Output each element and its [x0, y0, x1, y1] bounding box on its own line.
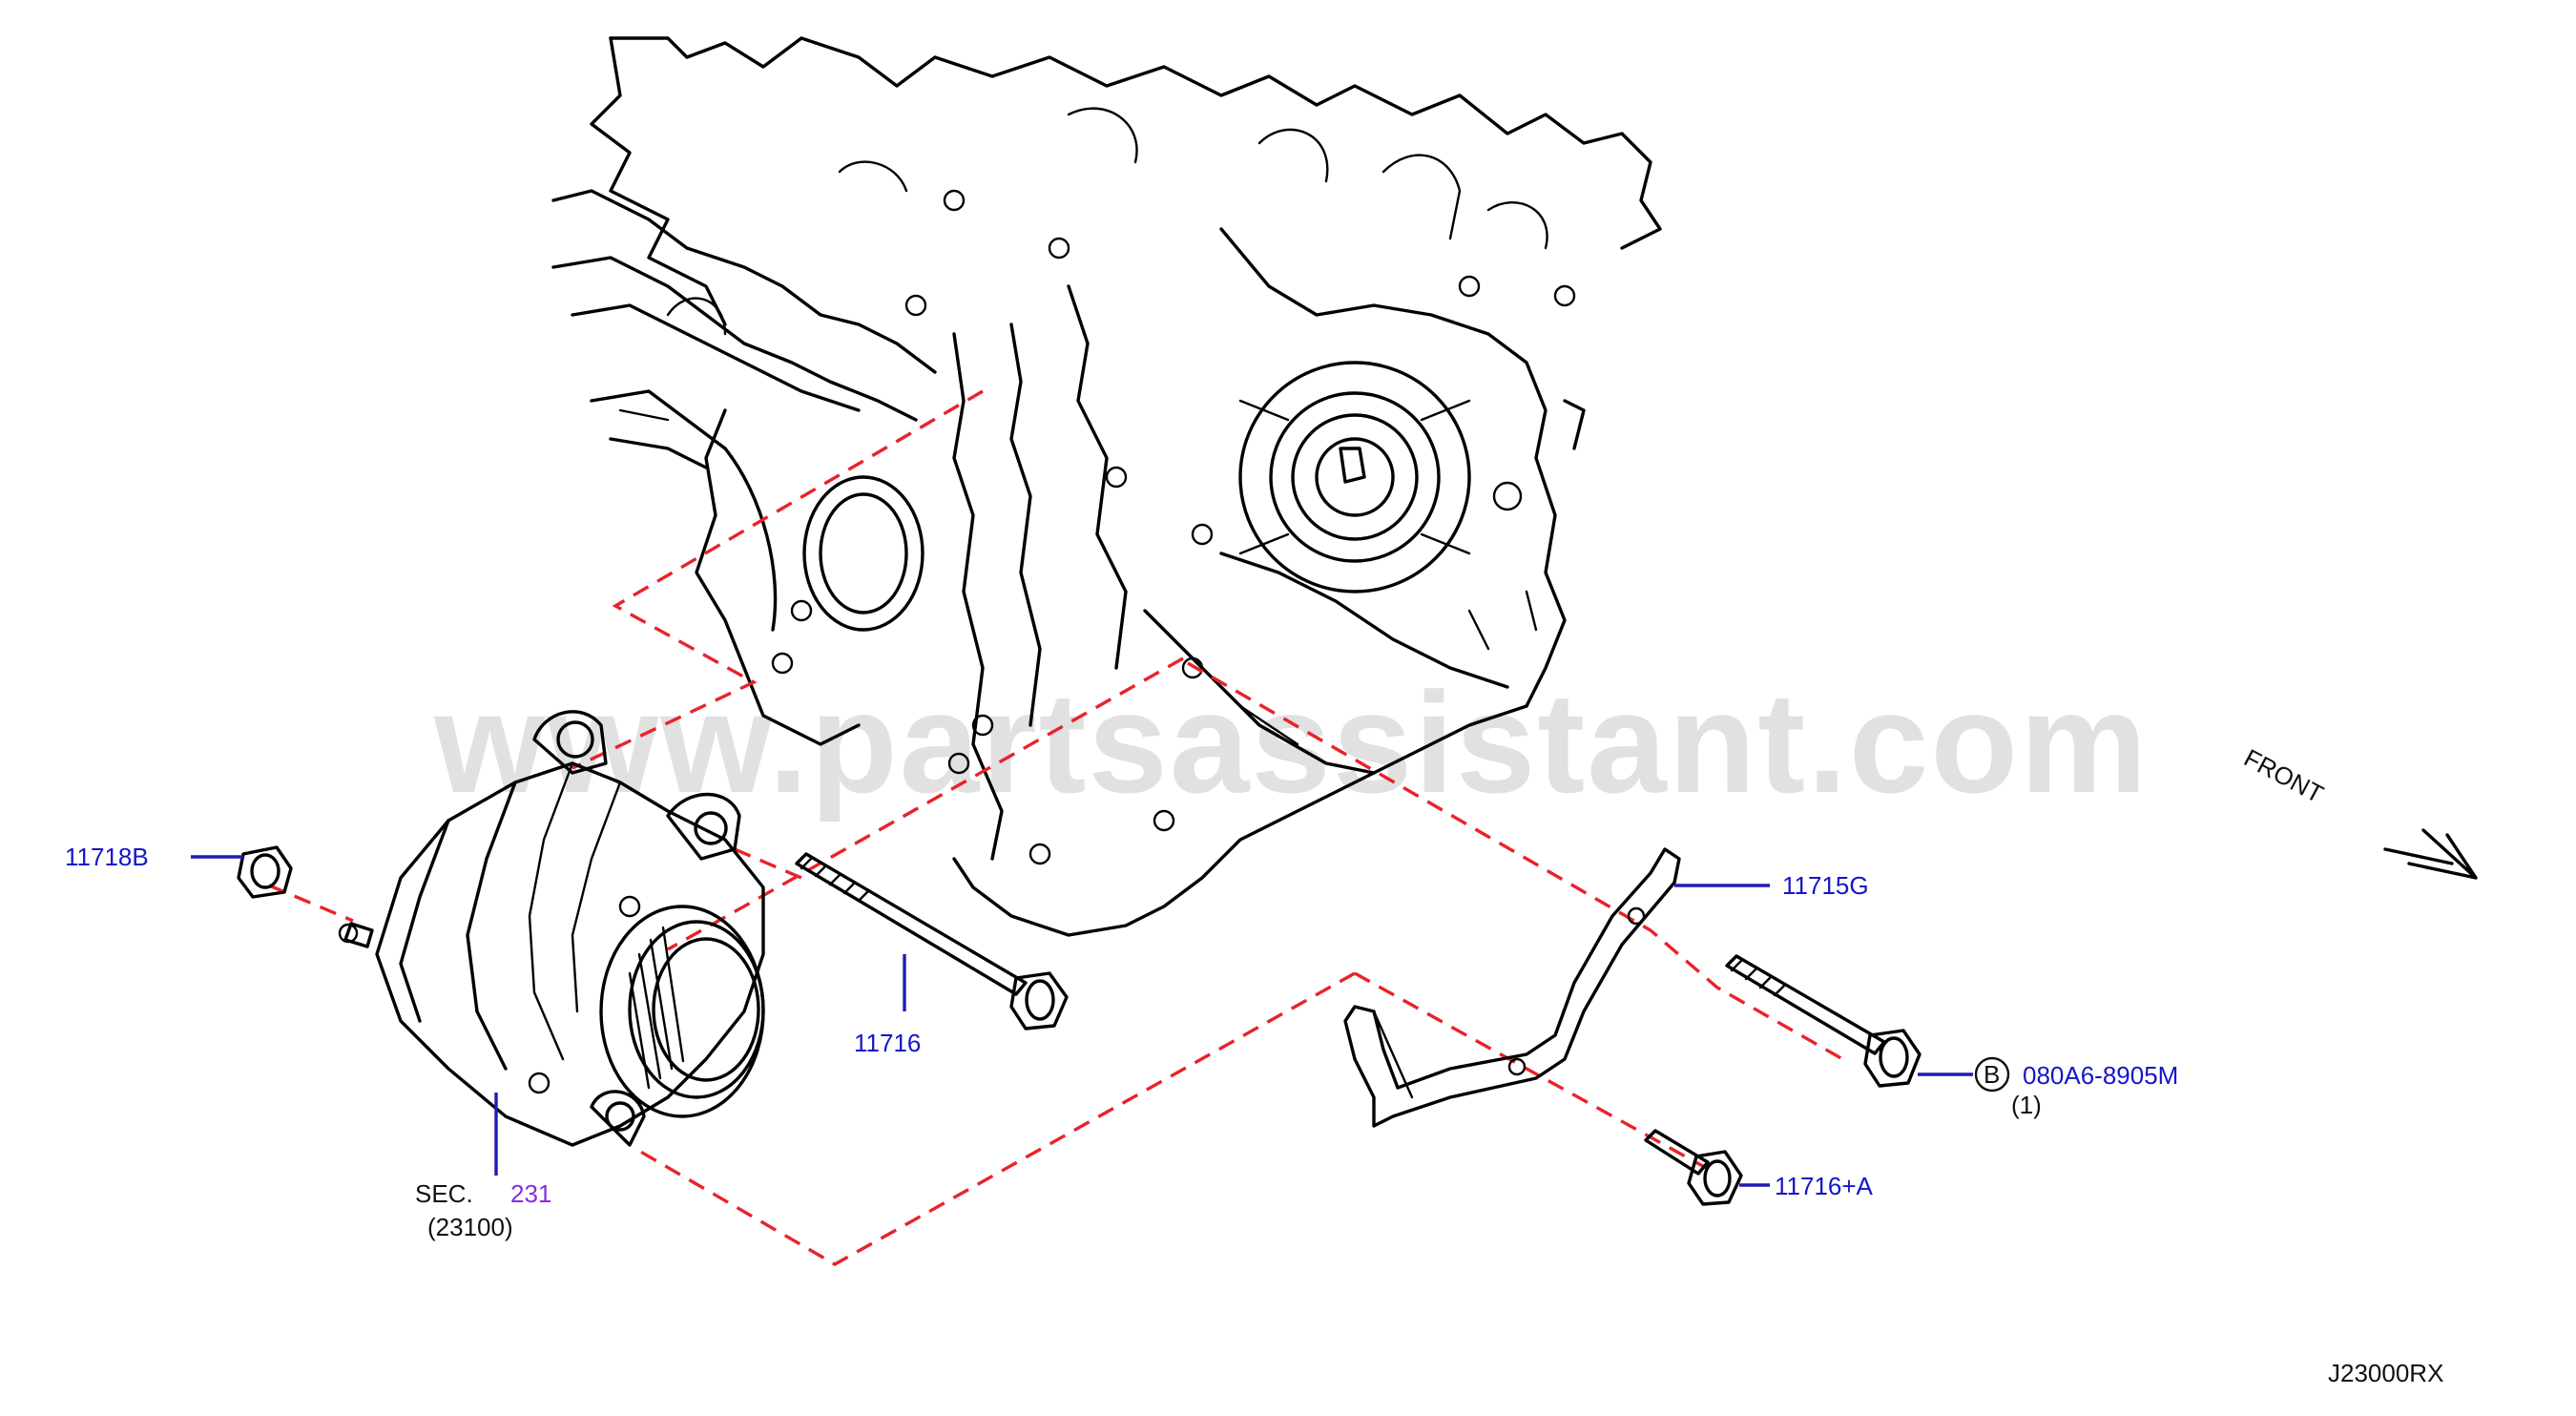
alternator [338, 710, 765, 1147]
front-arrow-icon [2383, 828, 2478, 880]
callout-b-circle [1974, 1056, 2010, 1093]
nut-11718b [237, 845, 293, 899]
label-11716[interactable]: 11716 [854, 1029, 921, 1057]
label-section-ref: (23100) [427, 1213, 513, 1241]
bolt-080a6-8905m [1725, 954, 1922, 1088]
callout-b[interactable]: B [1974, 1056, 2010, 1093]
front-indicator: FRONT [2239, 743, 2478, 880]
leader-lines [191, 855, 1973, 1187]
label-11715g[interactable]: 11715G [1782, 871, 1869, 900]
bolt-11716a [1644, 1129, 1743, 1206]
link-section-231[interactable]: 231 [510, 1179, 551, 1208]
bolt-11716 [795, 852, 1069, 1031]
label-sec-prefix: SEC. [415, 1179, 473, 1208]
engine-block [551, 36, 1662, 937]
bracket-11715g [1343, 847, 1681, 1128]
front-label: FRONT [2239, 743, 2328, 809]
label-080a6-8905m[interactable]: 080A6-8905M [2023, 1061, 2178, 1090]
diagram-code: J23000RX [2328, 1359, 2443, 1387]
assembly-guide-lines [268, 389, 1847, 1266]
label-11718b[interactable]: 11718B [65, 843, 149, 871]
label-quantity: (1) [2011, 1091, 2042, 1119]
label-11716a[interactable]: 11716+A [1775, 1172, 1874, 1200]
callout-b-letter: B [1984, 1060, 2000, 1089]
